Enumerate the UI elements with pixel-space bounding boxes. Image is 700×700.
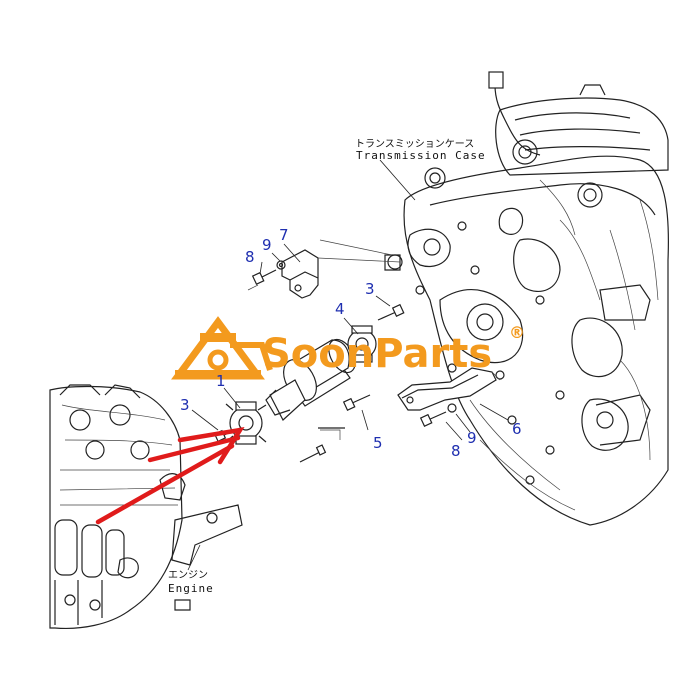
red-arrows xyxy=(95,426,245,525)
callout-3-right: 3 xyxy=(365,280,375,298)
bolt-part-5 xyxy=(299,394,371,463)
transmission-label-jp: トランスミッションケース xyxy=(355,138,474,150)
callout-1: 1 xyxy=(216,372,226,390)
callout-4: 4 xyxy=(335,300,345,318)
transmission-case xyxy=(384,71,669,526)
callout-3-left: 3 xyxy=(180,396,190,414)
bracket-part-7 xyxy=(247,239,401,299)
callout-8-bottom: 8 xyxy=(451,442,461,460)
callout-5: 5 xyxy=(373,434,383,452)
bolt-part-3-right xyxy=(377,303,405,321)
brand-name: SoonParts xyxy=(262,331,492,377)
red-arrow-shaft-2 xyxy=(147,435,241,463)
brand-logo-icon xyxy=(171,316,273,380)
engine-label-en: Engine xyxy=(168,582,214,595)
bracket-part-6 xyxy=(397,367,501,428)
red-arrow-head xyxy=(177,426,245,465)
engine-label-jp: エンジン xyxy=(168,570,208,581)
registered-mark: ® xyxy=(509,323,525,342)
coupling-part-4 xyxy=(347,325,377,363)
drive-shaft-assembly xyxy=(213,303,405,463)
transmission-label-en: Transmission Case xyxy=(356,149,486,162)
brand-watermark: SoonParts ® xyxy=(171,316,525,380)
callout-7: 7 xyxy=(279,226,289,244)
callout-9-top: 9 xyxy=(262,236,272,254)
callout-9-bottom: 9 xyxy=(467,429,477,447)
engine xyxy=(49,384,243,630)
callout-6: 6 xyxy=(512,420,522,438)
callout-8-top: 8 xyxy=(245,248,255,266)
leader-lines xyxy=(187,159,509,571)
red-arrow-shaft xyxy=(95,443,235,525)
